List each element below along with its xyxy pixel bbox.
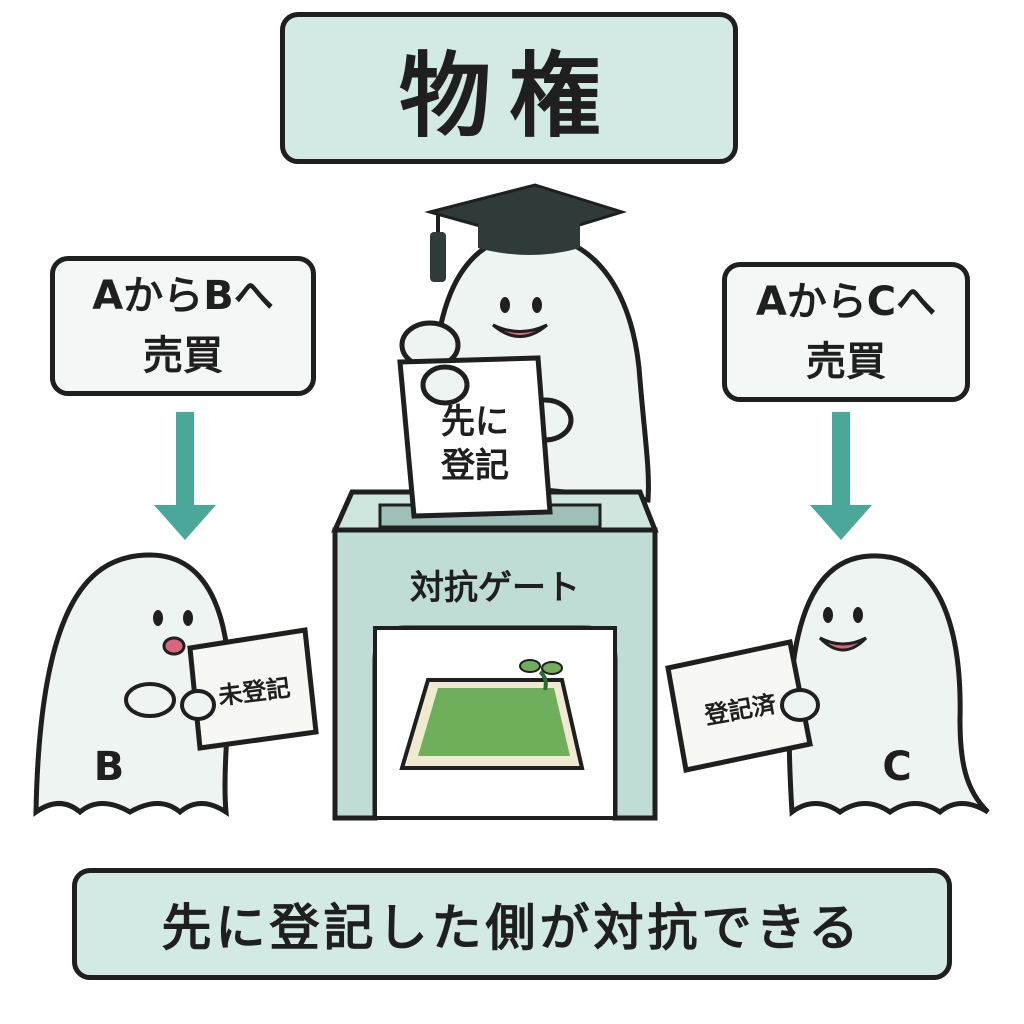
- ghost-b-letter: B: [93, 744, 125, 790]
- arrow-down-left-icon: [154, 412, 216, 540]
- sale-a-to-b-box: AからBへ 売買: [50, 256, 316, 396]
- title-text: 物権: [398, 42, 619, 150]
- opposition-gate: [331, 489, 659, 821]
- conclusion-text: 先に登記した側が対抗できる: [161, 899, 863, 957]
- sale-a-to-c-line2: 売買: [806, 339, 886, 385]
- gate-label: 対抗ゲート: [410, 568, 580, 608]
- ghost-c: [665, 553, 990, 817]
- ghost-b: [33, 552, 319, 817]
- sale-a-to-c-box: AからCへ 売買: [722, 262, 970, 402]
- sale-a-to-b-line2: 売買: [143, 333, 223, 379]
- ghost-c-letter: C: [882, 744, 912, 790]
- sale-a-to-b-line1: AからBへ: [92, 273, 274, 319]
- scholar-paper-line2: 登記: [441, 446, 509, 486]
- conclusion-panel: 先に登記した側が対抗できる: [72, 868, 952, 980]
- graduation-cap-icon: [424, 183, 628, 282]
- sale-a-to-c-line1: AからCへ: [755, 279, 937, 325]
- arrow-down-right-icon: [810, 412, 872, 540]
- scholar-paper-line1: 先に: [441, 402, 509, 442]
- title-panel: 物権: [280, 12, 738, 164]
- scholar-paper-text: 先に 登記: [410, 400, 540, 488]
